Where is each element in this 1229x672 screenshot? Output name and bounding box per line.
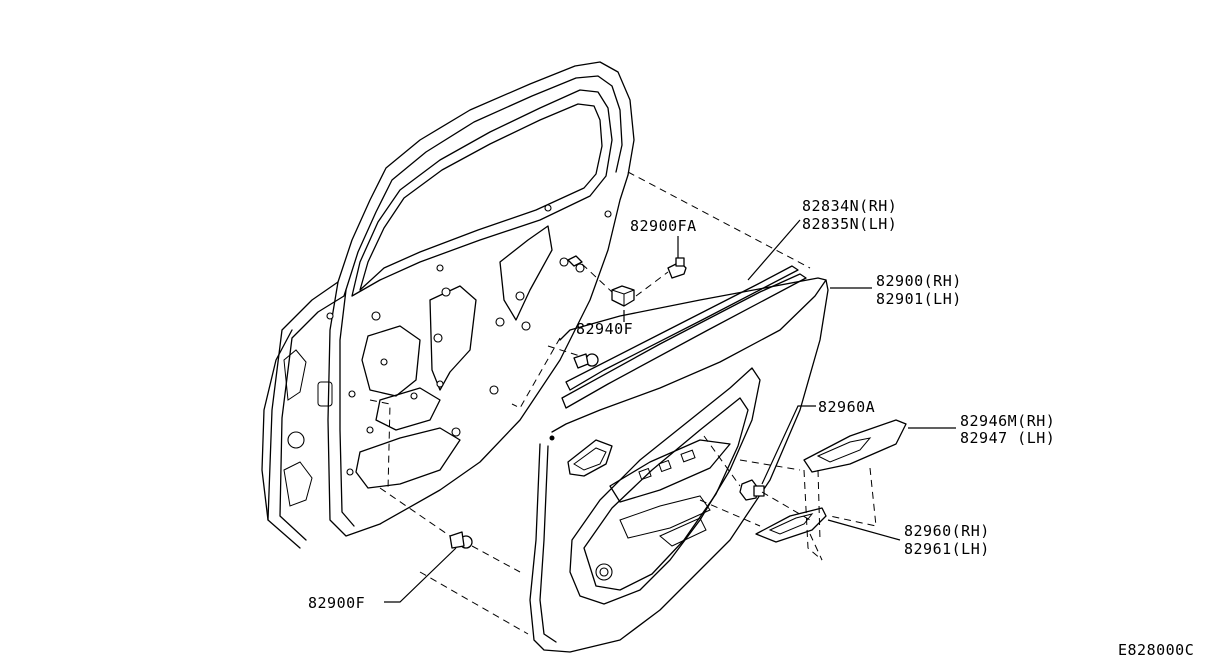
callout-weatherstrip: 82834N(RH) 82835N(LH) [802, 197, 897, 233]
callout-clip-upper: 82900FA [630, 217, 697, 235]
clip-mid-part [573, 353, 599, 369]
callout-line: 82835N(LH) [802, 215, 897, 233]
callout-line: 82900(RH) [876, 272, 962, 290]
leader-lines [384, 219, 956, 603]
callout-armrest-upper: 82946M(RH) 82947 (LH) [960, 412, 1055, 447]
callout-clip-lower: 82900F [308, 594, 365, 612]
callout-line: 82960A [818, 398, 875, 416]
callout-bracket: 82940F [576, 320, 633, 338]
clip-upper-part [667, 257, 687, 279]
callout-finisher-assy: 82900(RH) 82901(LH) [876, 272, 962, 308]
screw-part [739, 479, 765, 501]
door-finisher [529, 265, 829, 653]
callout-line: 82947 (LH) [960, 429, 1055, 447]
assembly-dashed-lines [369, 171, 877, 635]
callout-line: 82900FA [630, 217, 697, 235]
callout-line: 82961(LH) [904, 540, 990, 558]
bracket-part [567, 255, 635, 307]
armrest-upper-part [803, 419, 907, 473]
rear-door-panel [261, 61, 635, 549]
callout-screw: 82960A [818, 398, 875, 416]
armrest-lower-part [755, 507, 827, 543]
callout-line: 82900F [308, 594, 365, 612]
callout-line: 82834N(RH) [802, 197, 897, 215]
callout-line: 82901(LH) [876, 290, 962, 308]
callout-armrest-lower: 82960(RH) 82961(LH) [904, 522, 990, 558]
callout-line: 82946M(RH) [960, 412, 1055, 430]
clip-lower-part [449, 531, 473, 549]
diagram-code: E828000C [1118, 641, 1194, 659]
callout-line: 82940F [576, 320, 633, 338]
callout-line: 82960(RH) [904, 522, 990, 540]
